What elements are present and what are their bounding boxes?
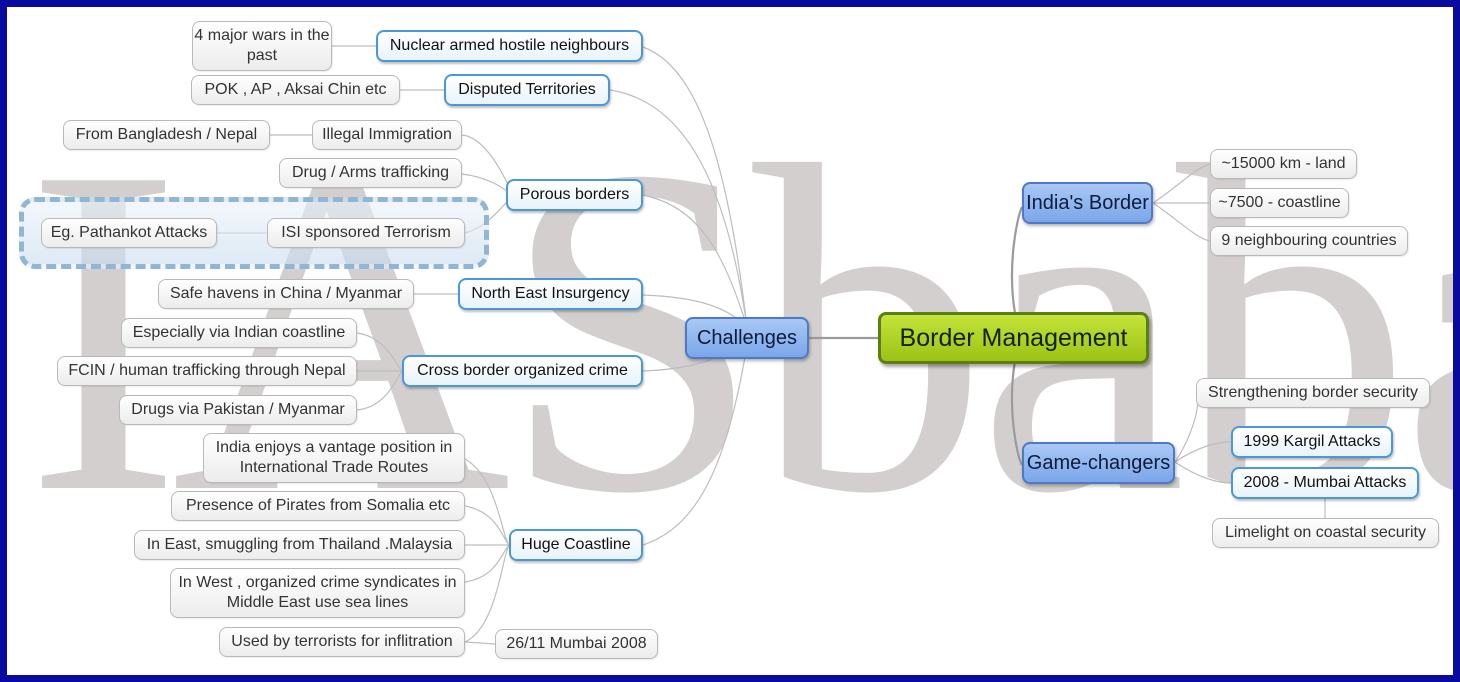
subtopic-nuclear[interactable]: Nuclear armed hostile neighbours <box>376 30 643 62</box>
leaf-pirates[interactable]: Presence of Pirates from Somalia etc <box>171 491 465 521</box>
leaf-neighbouring-countries[interactable]: 9 neighbouring countries <box>1210 226 1408 256</box>
leaf-vantage-position[interactable]: India enjoys a vantage position in Inter… <box>203 433 465 483</box>
subtopic-crime[interactable]: Cross border organized crime <box>402 355 643 387</box>
leaf-coastal-security[interactable]: Limelight on coastal security <box>1212 518 1439 548</box>
leaf-west-syndicates[interactable]: In West , organized crime syndicates in … <box>170 568 465 618</box>
branch-game-changers[interactable]: Game-changers <box>1022 442 1175 484</box>
branch-indias-border[interactable]: India's Border <box>1022 182 1153 224</box>
subtopic-kargil[interactable]: 1999 Kargil Attacks <box>1231 426 1393 458</box>
leaf-terrorist-infiltration[interactable]: Used by terrorists for inflitration <box>219 627 465 657</box>
subtopic-mumbai-attacks[interactable]: 2008 - Mumbai Attacks <box>1231 467 1419 499</box>
leaf-via-coastline[interactable]: Especially via Indian coastline <box>121 318 357 348</box>
leaf-east-smuggling[interactable]: In East, smuggling from Thailand .Malays… <box>134 530 465 560</box>
subtopic-porous[interactable]: Porous borders <box>506 179 643 211</box>
leaf-coastline-length[interactable]: ~7500 - coastline <box>1210 188 1349 218</box>
leaf-pathankot[interactable]: Eg. Pathankot Attacks <box>41 218 217 248</box>
subtopic-disputed[interactable]: Disputed Territories <box>444 74 610 106</box>
subtopic-northeast[interactable]: North East Insurgency <box>458 278 643 310</box>
leaf-major-wars[interactable]: 4 major wars in the past <box>192 21 332 71</box>
leaf-strengthening-security[interactable]: Strengthening border security <box>1196 378 1430 408</box>
leaf-illegal-immigration[interactable]: Illegal Immigration <box>312 120 462 150</box>
leaf-drug-arms[interactable]: Drug / Arms trafficking <box>279 158 462 188</box>
leaf-land-border[interactable]: ~15000 km - land <box>1210 149 1357 179</box>
leaf-mumbai-2008[interactable]: 26/11 Mumbai 2008 <box>495 629 658 659</box>
leaf-drugs-pakistan[interactable]: Drugs via Pakistan / Myanmar <box>119 395 357 425</box>
subtopic-coastline[interactable]: Huge Coastline <box>509 529 643 561</box>
leaf-disputed-areas[interactable]: POK , AP , Aksai Chin etc <box>191 75 400 105</box>
leaf-from-bangladesh[interactable]: From Bangladesh / Nepal <box>63 120 270 150</box>
leaf-fcin[interactable]: FCIN / human trafficking through Nepal <box>57 356 357 386</box>
leaf-safe-havens[interactable]: Safe havens in China / Myanmar <box>158 279 414 309</box>
leaf-isi-terrorism[interactable]: ISI sponsored Terrorism <box>267 218 465 248</box>
mind-map-canvas: IASbaba <box>7 7 1453 675</box>
branch-challenges[interactable]: Challenges <box>685 317 809 359</box>
central-topic[interactable]: Border Management <box>878 312 1149 364</box>
